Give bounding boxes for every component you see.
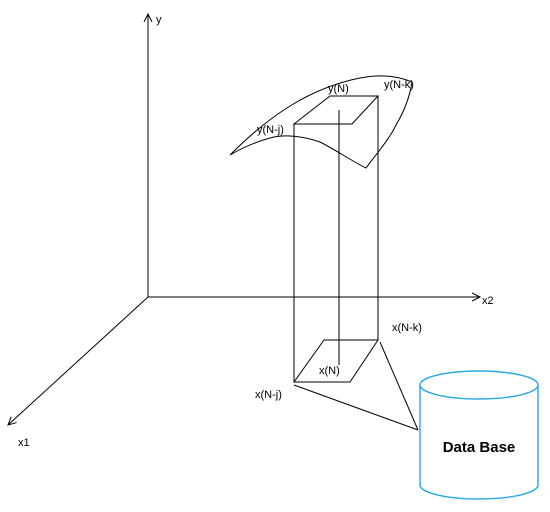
surface-point-y-n-j: y(N-j) <box>257 124 284 136</box>
plane-point-x-n: x(N) <box>319 365 340 377</box>
plane-point-x-n-k: x(N-k) <box>392 322 422 334</box>
plane-point-x-n-j: x(N-j) <box>255 389 282 401</box>
x1-axis <box>8 296 149 425</box>
input-plane <box>293 339 379 383</box>
x1-axis-label: x1 <box>18 437 30 449</box>
database-label: Data Base <box>443 439 516 456</box>
link-x-n-j-to-database <box>293 384 419 431</box>
output-surface <box>229 75 413 169</box>
y-axis-label: y <box>156 14 162 26</box>
axes <box>8 14 480 425</box>
database-cylinder <box>419 370 539 500</box>
x2-axis-label: x2 <box>482 295 494 307</box>
surface-point-y-n-k: y(N-k) <box>384 79 414 91</box>
surface-box <box>292 95 380 382</box>
surface-point-y-n: y(N) <box>328 83 349 95</box>
link-x-n-k-to-database <box>379 341 419 431</box>
